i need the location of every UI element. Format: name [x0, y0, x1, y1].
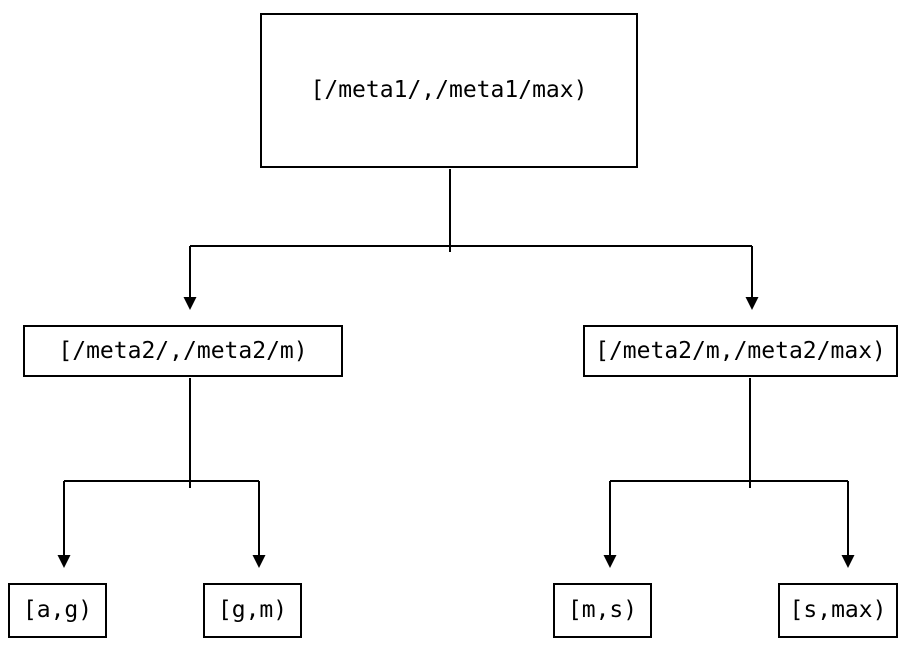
arrowhead-left-child [183, 297, 197, 310]
tree-node-root: [/meta1/,/meta1/max) [260, 13, 638, 168]
tree-leaf-ag: [a,g) [8, 583, 107, 638]
tree-node-root-label: [/meta1/,/meta1/max) [310, 77, 588, 103]
edge-left-children [57, 378, 266, 568]
tree-leaf-gm: [g,m) [203, 583, 302, 638]
edge-right-children [603, 378, 855, 568]
tree-node-meta2-high-label: [/meta2/m,/meta2/max) [595, 337, 886, 364]
edge-root-children [183, 169, 759, 310]
tree-leaf-smax-label: [s,max) [789, 597, 887, 623]
tree-node-meta2-low: [/meta2/,/meta2/m) [23, 325, 343, 377]
tree-leaf-smax: [s,max) [778, 583, 898, 638]
tree-leaf-gm-label: [g,m) [217, 597, 288, 623]
tree-node-meta2-high: [/meta2/m,/meta2/max) [583, 325, 898, 377]
tree-leaf-ms-label: [m,s) [567, 597, 638, 623]
tree-leaf-ms: [m,s) [553, 583, 652, 638]
arrowhead-leaf-ms [603, 555, 617, 568]
tree-leaf-ag-label: [a,g) [22, 597, 93, 623]
arrowhead-leaf-ag [57, 555, 71, 568]
tree-node-meta2-low-label: [/meta2/,/meta2/m) [58, 337, 308, 364]
arrowhead-right-child [745, 297, 759, 310]
arrowhead-leaf-smax [841, 555, 855, 568]
arrowhead-leaf-gm [252, 555, 266, 568]
